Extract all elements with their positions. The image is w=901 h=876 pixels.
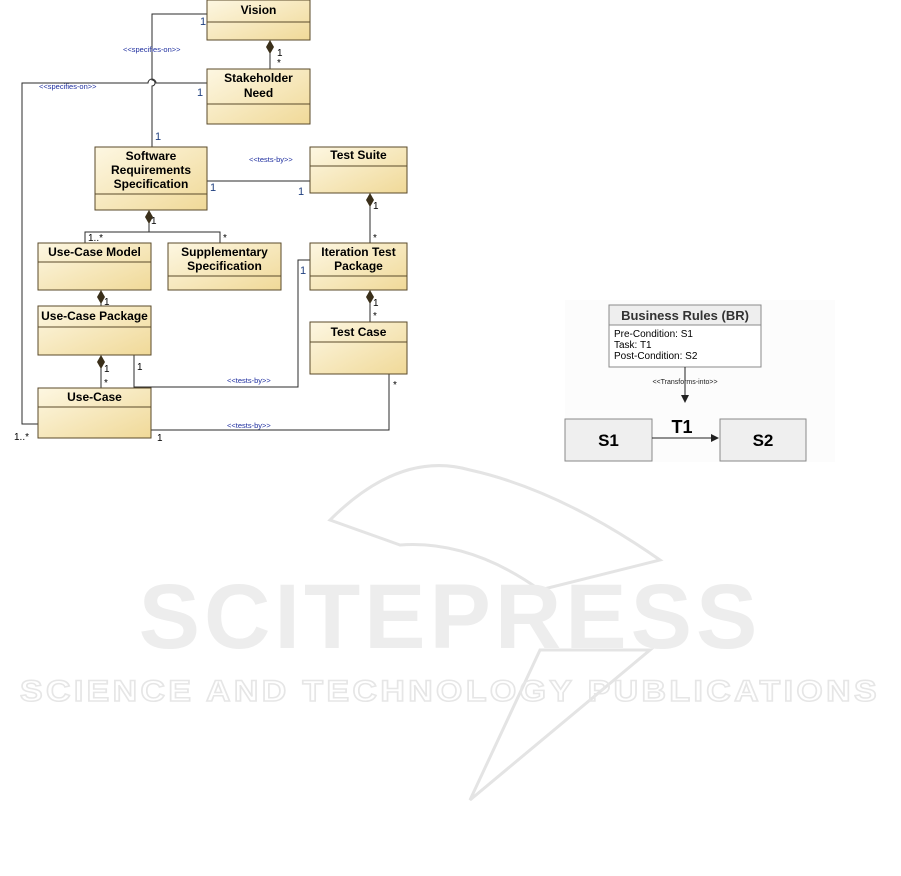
watermark-brand: SCITEPRESS [139, 566, 762, 668]
multiplicity: 1 [277, 48, 283, 59]
stereotype-tests-by: <<tests-by>> [227, 421, 271, 430]
multiplicity: 1 [104, 297, 110, 308]
state-label: S2 [753, 431, 774, 450]
multiplicity: 1 [157, 433, 163, 444]
class-name: Software [126, 149, 177, 163]
class-vision[interactable]: Vision [206, 0, 311, 41]
class-name: Test Case [331, 325, 387, 339]
class-name: Use-Case [67, 390, 122, 404]
class-name: Package [334, 259, 383, 273]
stereotype-specifies-on: <<specifies-on>> [39, 82, 97, 91]
multiplicity: 1 [137, 362, 143, 373]
class-test-case[interactable]: Test Case [309, 321, 408, 375]
class-name: Requirements [111, 163, 191, 177]
multiplicity: 1 [151, 216, 157, 227]
multiplicity: 1..* [88, 233, 103, 244]
multiplicity-labels: 1 1 * 1 1 1 1 1 * 1 1..* * 1 1 * 1 1 * 1… [14, 16, 397, 444]
class-supplementary-specification[interactable]: Supplementary Specification [167, 242, 282, 291]
watermark-tagline: SCIENCE AND TECHNOLOGY PUBLICATIONS [20, 675, 880, 708]
stereotype-labels: <<specifies-on>> <<specifies-on>> <<test… [39, 45, 293, 430]
class-iteration-test-package[interactable]: Iteration Test Package [309, 242, 408, 291]
br-class-box[interactable]: Business Rules (BR) Pre-Condition: S1 Ta… [608, 304, 762, 368]
business-rules-diagram: Business Rules (BR) Pre-Condition: S1 Ta… [564, 300, 835, 462]
stereotype-tests-by: <<tests-by>> [227, 376, 271, 385]
watermark: SCITEPRESS SCIENCE AND TECHNOLOGY PUBLIC… [19, 464, 880, 802]
class-name: Use-Case Package [41, 309, 148, 323]
multiplicity: * [373, 233, 377, 244]
class-name: Stakeholder [224, 71, 293, 85]
multiplicity: 1 [155, 131, 161, 143]
multiplicity: 1 [210, 182, 216, 194]
multiplicity: 1..* [14, 432, 29, 443]
class-test-suite[interactable]: Test Suite [309, 146, 408, 194]
composition-diamond [366, 290, 374, 304]
br-stereotype: <<Transforms-into>> [652, 379, 717, 386]
multiplicity: 1 [197, 87, 203, 99]
class-use-case[interactable]: Use-Case [37, 387, 152, 439]
state-s2[interactable]: S2 [719, 418, 807, 462]
composition-diamond [266, 40, 274, 54]
state-s1[interactable]: S1 [564, 418, 653, 462]
class-name: Use-Case Model [48, 245, 141, 259]
br-postcondition: Post-Condition: S2 [614, 351, 698, 362]
watermark-logo-shape [327, 464, 664, 802]
class-name: Need [244, 86, 273, 100]
composition-diamond [97, 355, 105, 369]
class-name: Iteration Test [321, 245, 395, 259]
transition-label: T1 [671, 417, 692, 437]
br-task: Task: T1 [614, 340, 652, 351]
edge-ucpackage-iteration [133, 259, 310, 388]
class-software-requirements-specification[interactable]: Software Requirements Specification [94, 146, 208, 211]
class-name: Supplementary [181, 245, 268, 259]
multiplicity: * [277, 58, 281, 69]
multiplicity: * [393, 380, 397, 391]
class-stakeholder-need[interactable]: Stakeholder Need [206, 68, 311, 125]
class-use-case-package[interactable]: Use-Case Package [37, 305, 152, 356]
class-use-case-model[interactable]: Use-Case Model [37, 242, 152, 291]
composition-diamond [145, 210, 153, 224]
multiplicity: * [373, 311, 377, 322]
class-name: Specification [114, 177, 189, 191]
stereotype-tests-by: <<tests-by>> [249, 155, 293, 164]
class-name: Specification [187, 259, 262, 273]
state-label: S1 [598, 431, 619, 450]
edge-vision-srs [151, 13, 207, 147]
composition-diamond [366, 193, 374, 207]
uml-edges [21, 13, 390, 431]
class-name: Test Suite [330, 148, 387, 162]
uml-classes: Vision Stakeholder Need Software Require… [37, 0, 408, 439]
multiplicity: 1 [298, 186, 304, 198]
edge-usecase-testcase [151, 374, 390, 431]
stereotype-specifies-on: <<specifies-on>> [123, 45, 181, 54]
multiplicity: 1 [373, 201, 379, 212]
br-title: Business Rules (BR) [621, 308, 749, 323]
multiplicity: 1 [200, 16, 206, 28]
multiplicity: 1 [104, 364, 110, 375]
edge-srs-branches [84, 231, 221, 243]
composition-diamond [97, 290, 105, 304]
edge-usecase-stakeholder [21, 78, 207, 425]
class-name: Vision [241, 3, 277, 17]
multiplicity: * [104, 378, 108, 389]
multiplicity: 1 [373, 298, 379, 309]
multiplicity: * [223, 233, 227, 244]
multiplicity: 1 [300, 265, 306, 277]
br-precondition: Pre-Condition: S1 [614, 329, 693, 340]
